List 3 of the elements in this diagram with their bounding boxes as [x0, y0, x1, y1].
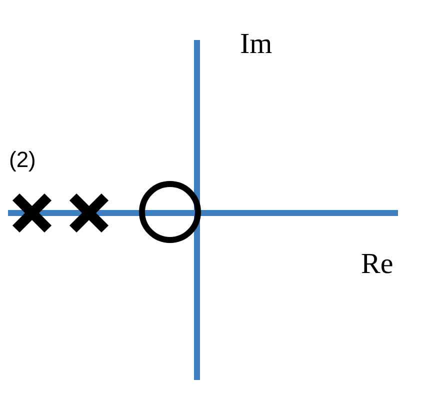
multiplicity-label: (2)	[9, 149, 36, 171]
axis-label: Re	[361, 250, 394, 279]
axis-label: Im	[240, 30, 272, 59]
